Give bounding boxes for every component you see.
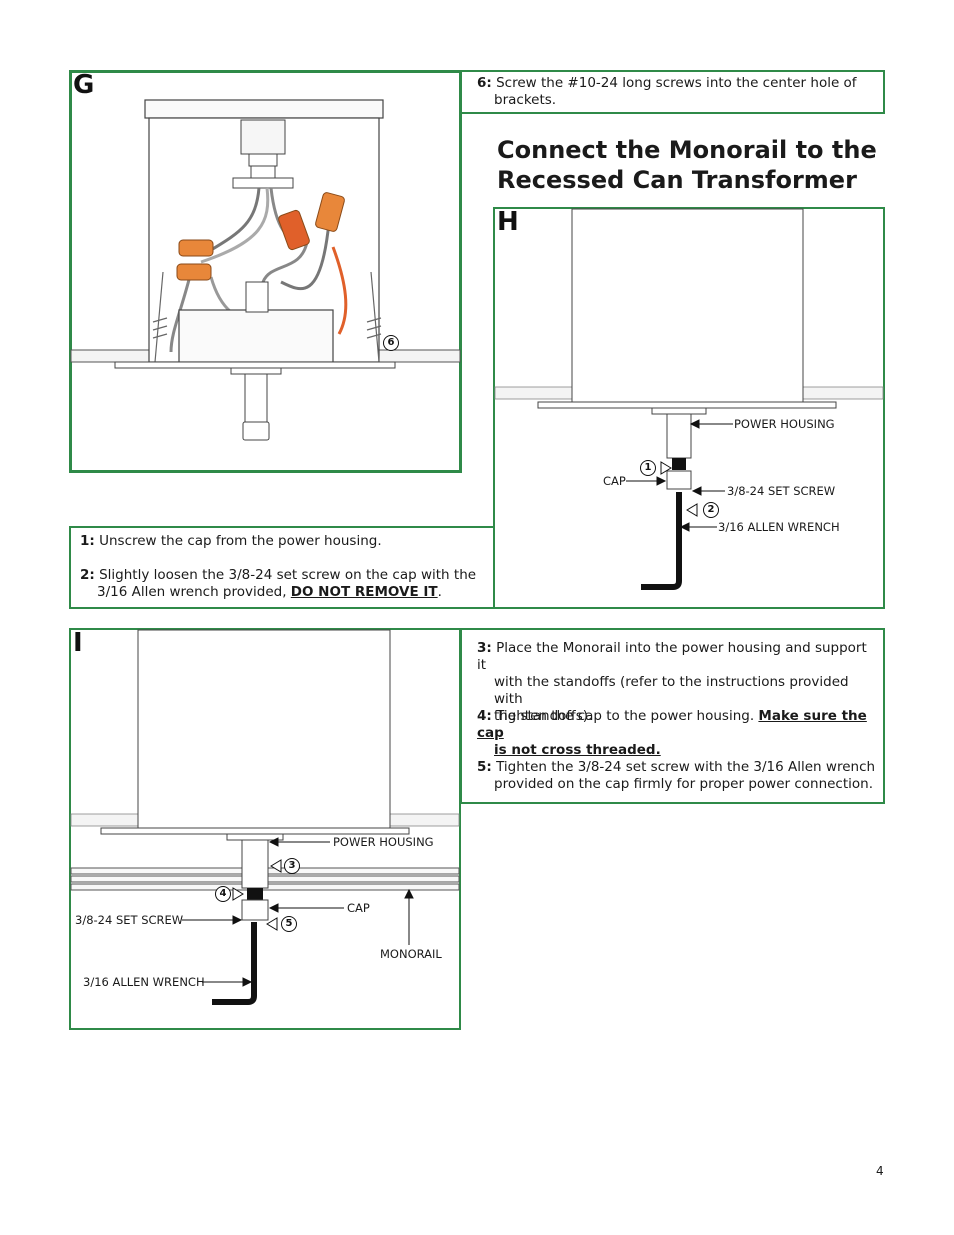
panel-i-frame: [69, 628, 461, 1030]
step2-text: 2: Slightly loosen the 3/8-24 set screw …: [80, 567, 490, 601]
step6-text: 6: Screw the #10-24 long screws into the…: [477, 75, 877, 109]
step2-emphasis: DO NOT REMOVE IT: [290, 584, 438, 600]
heading-line1: Connect the Monorail to the: [497, 136, 877, 164]
panel-g-letter: G: [73, 70, 95, 100]
page-number: 4: [876, 1164, 884, 1178]
step2-line2-wrap: 3/16 Allen wrench provided, DO NOT REMOV…: [80, 584, 490, 601]
section-heading: Connect the Monorail to the Recessed Can…: [497, 135, 877, 195]
panel-h-frame: [493, 207, 885, 609]
wire-nut-left-1: [178, 239, 214, 257]
step3-number: 3:: [477, 640, 492, 656]
callout-2: 2: [703, 502, 719, 518]
callout-6: 6: [383, 335, 399, 351]
i-label-power-housing: POWER HOUSING: [333, 835, 434, 849]
panel-g-frame: [69, 70, 462, 473]
i-label-allen-wrench: 3/16 ALLEN WRENCH: [83, 975, 205, 989]
wire-nut-right-2: [315, 192, 345, 232]
step1-text: 1: Unscrew the cap from the power housin…: [80, 533, 490, 550]
step5-line2: provided on the cap firmly for proper po…: [494, 776, 874, 792]
h-label-set-screw: 3/8-24 SET SCREW: [727, 484, 836, 498]
power-housing: [244, 373, 268, 423]
i-label-set-screw: 3/8-24 SET SCREW: [75, 913, 184, 927]
callout-1: 1: [640, 460, 656, 476]
step6-number: 6:: [477, 75, 492, 91]
step6-box: [460, 70, 885, 114]
power-housing: [241, 839, 269, 889]
step3-text: 3: Place the Monorail into the power hou…: [477, 640, 877, 725]
steps-1-2-box: [69, 526, 495, 609]
step5-text: 5: Tighten the 3/8-24 set screw with the…: [477, 759, 877, 793]
junction-box: [178, 309, 334, 363]
step2-line1: Slightly loosen the 3/8-24 set screw on …: [99, 567, 477, 583]
panel-h-letter: H: [497, 207, 519, 237]
trim-plate: [114, 361, 396, 369]
cap: [666, 470, 692, 490]
step2-number: 2:: [80, 567, 95, 583]
step4-emphasis: Make sure the cap: [477, 708, 867, 741]
h-label-cap: CAP: [603, 474, 626, 488]
callout-5: 5: [281, 916, 297, 932]
power-housing: [666, 413, 692, 459]
step2-line2: 3/16 Allen wrench provided,: [97, 584, 291, 600]
h-label-power-housing: POWER HOUSING: [734, 417, 835, 431]
heading-line2: Recessed Can Transformer: [497, 166, 857, 194]
allen-wrench: [212, 922, 257, 1005]
step4-emphasis-2: is not cross threaded.: [494, 742, 661, 758]
step5-number: 5:: [477, 759, 492, 775]
step1-number: 1:: [80, 533, 95, 549]
step4-text: 4: Tighten the cap to the power housing.…: [477, 708, 877, 759]
i-label-monorail: MONORAIL: [380, 947, 442, 961]
step6-line1: Screw the #10-24 long screws into the ce…: [496, 75, 857, 91]
step3-line2: with the standoffs (refer to the instruc…: [494, 674, 849, 707]
steps-3-5-box: [460, 628, 885, 804]
step4-line1: Tighten the cap to the power housing.: [496, 708, 759, 724]
callout-4: 4: [215, 886, 231, 902]
step3-line3: the standoffs).: [494, 708, 593, 724]
panel-i-illustration: [70, 629, 460, 1005]
step2-tail: .: [437, 584, 442, 600]
panel-g-illustration: [70, 99, 461, 441]
cap: [241, 899, 269, 921]
allen-wrench: [641, 492, 682, 590]
h-label-allen-wrench: 3/16 ALLEN WRENCH: [718, 520, 840, 534]
panel-i-letter: I: [73, 628, 83, 658]
step4-number: 4:: [477, 708, 492, 724]
panel-h-illustration: [494, 208, 884, 590]
step3-line1: Place the Monorail into the power housin…: [477, 640, 867, 673]
step5-line1: Tighten the 3/8-24 set screw with the 3/…: [496, 759, 876, 775]
wire-nut-left-2: [176, 263, 212, 281]
callout-3: 3: [284, 858, 300, 874]
can-top-rim: [144, 99, 384, 119]
wire-nut-right-1: [278, 209, 310, 251]
step1-line1: Unscrew the cap from the power housing.: [99, 533, 382, 549]
i-label-cap: CAP: [347, 901, 370, 915]
step6-line2: brackets.: [494, 92, 557, 108]
